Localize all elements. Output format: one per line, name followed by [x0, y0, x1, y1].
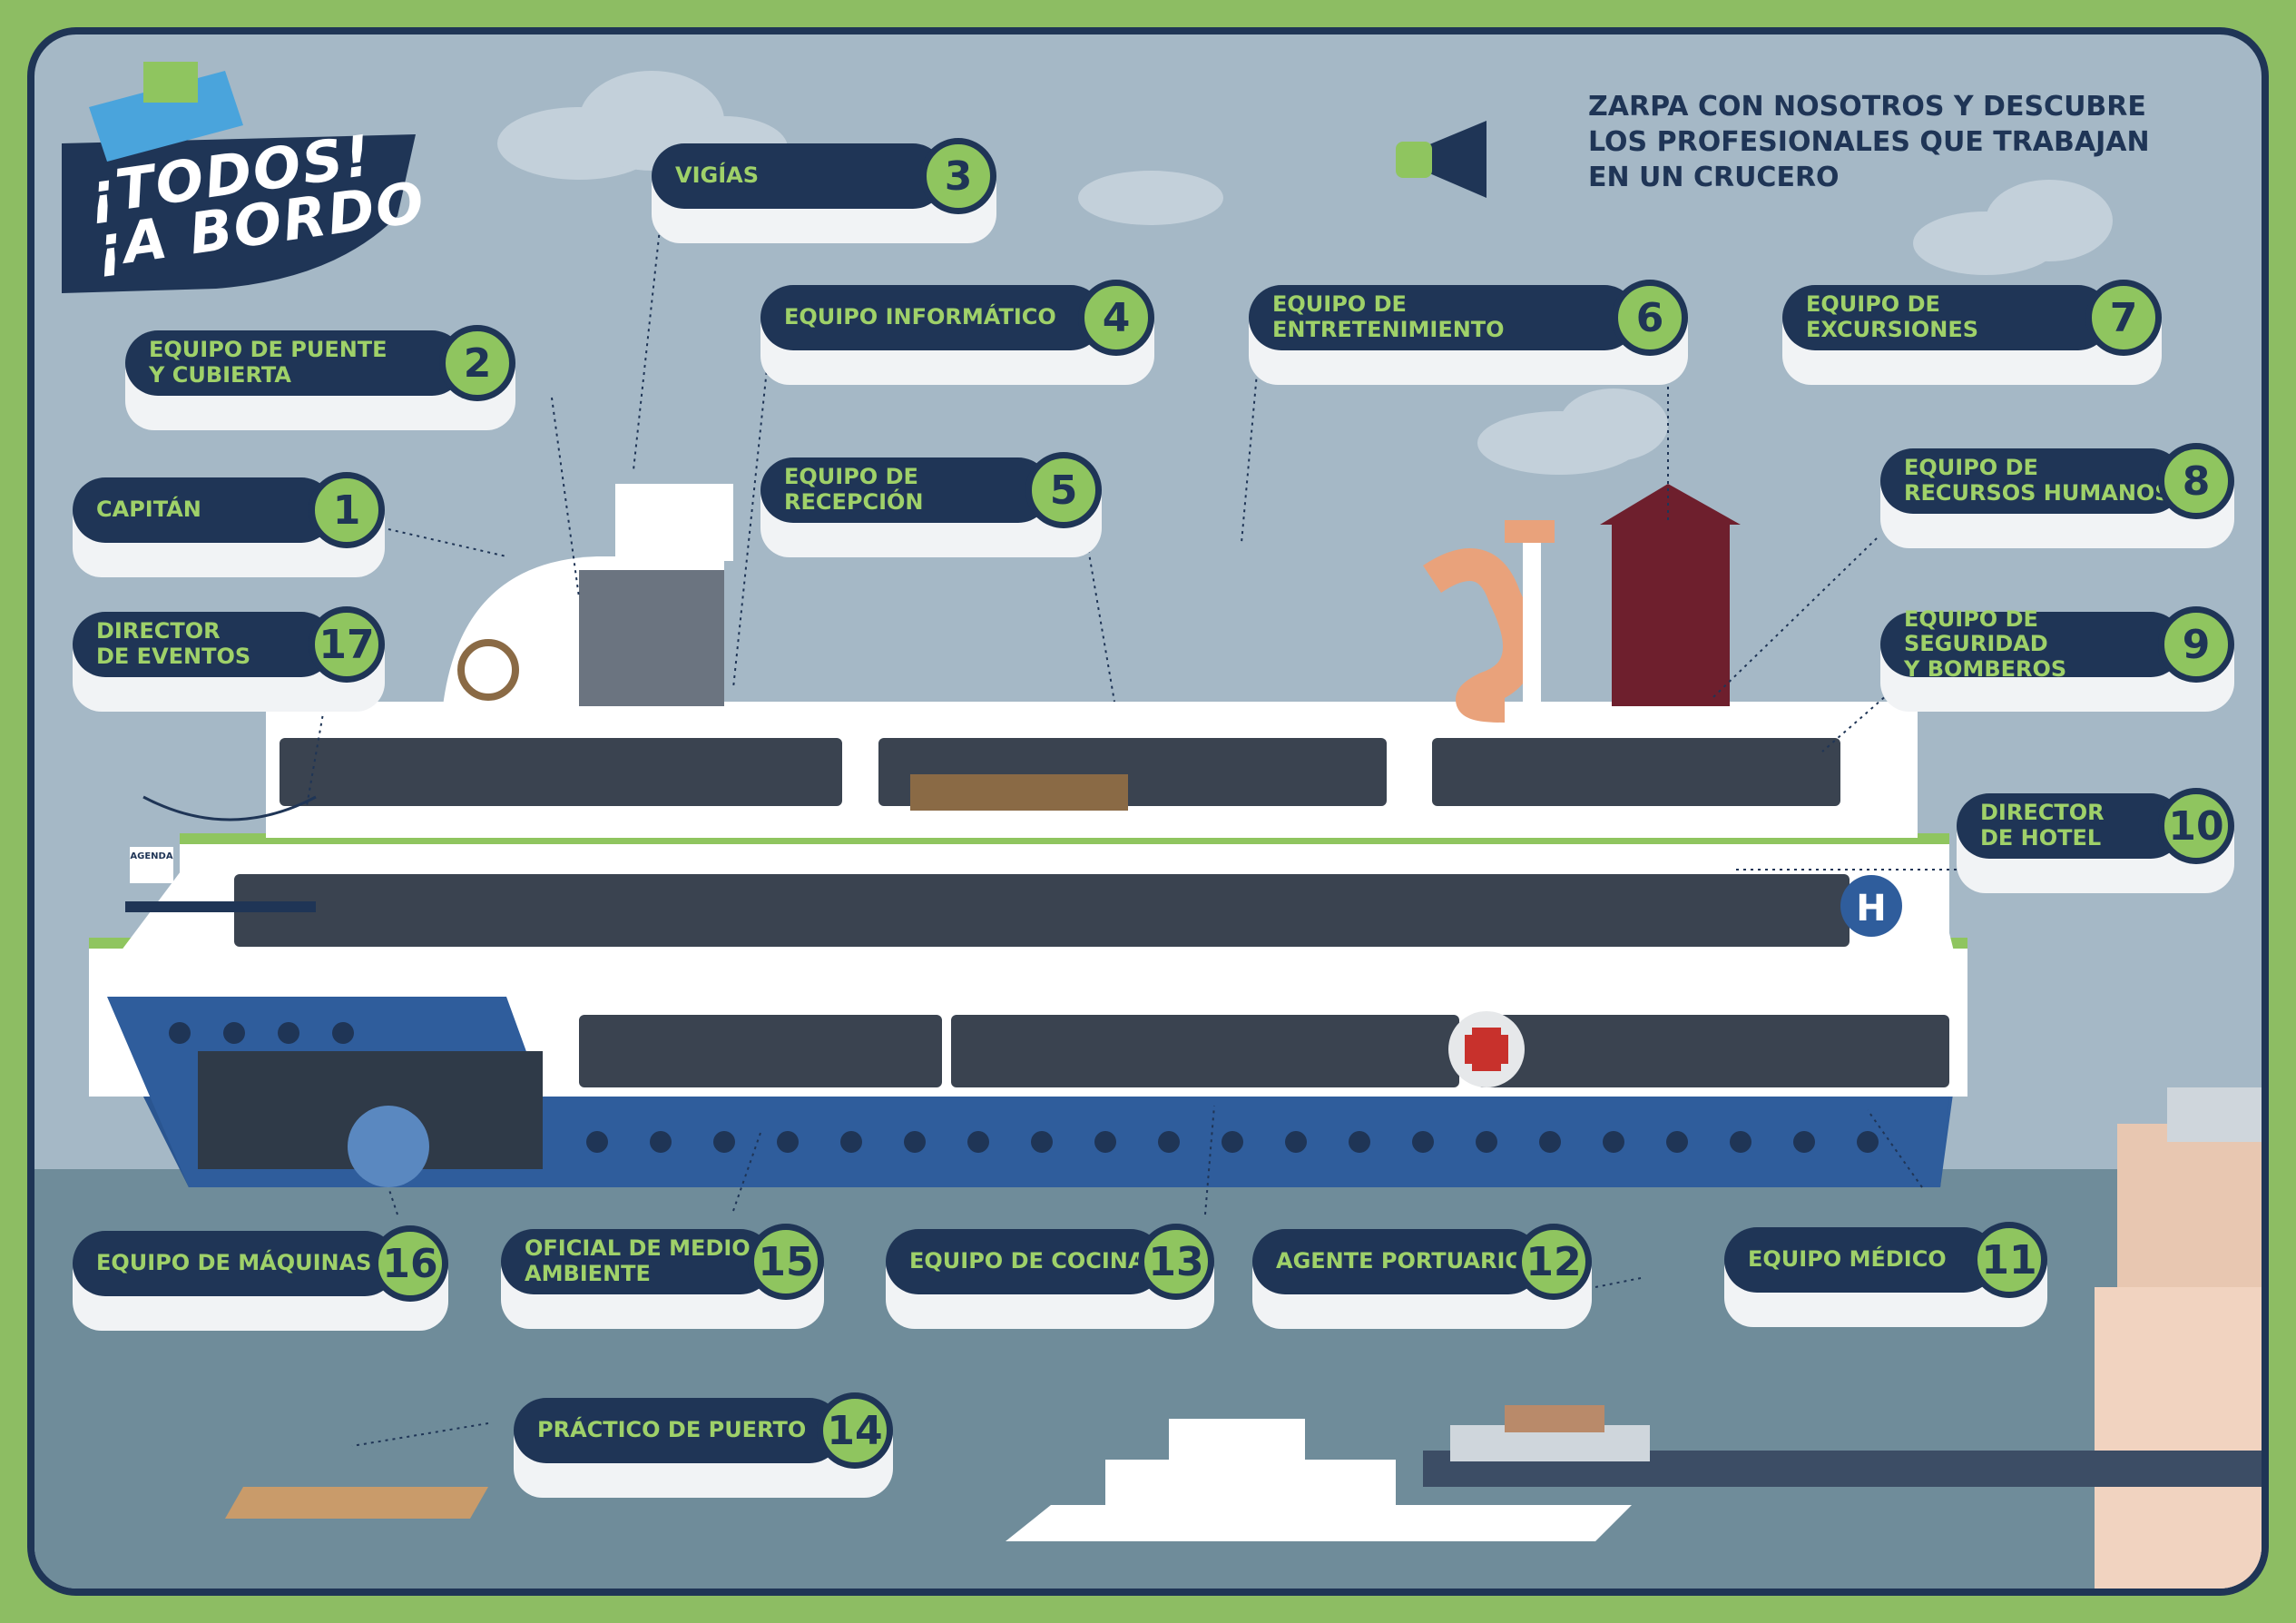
cruise-ship-scene: H AGENDA [34, 62, 2262, 1589]
label-number: 2 [439, 325, 515, 401]
label-number: 16 [372, 1225, 448, 1302]
label-text: OFICIAL DE MEDIO AMBIENTE [501, 1229, 773, 1294]
label-text: EQUIPO DE PUENTE Y CUBIERTA [125, 330, 465, 396]
hotel-badge: H [1856, 888, 1886, 930]
label-number: 14 [817, 1392, 893, 1469]
label-number: 11 [1971, 1222, 2047, 1298]
poster-frame: H AGENDA [27, 27, 2269, 1596]
headline: ZARPA CON NOSOTROS Y DESCUBRE LOS PROFES… [1588, 91, 2150, 193]
pilot-boat [225, 1487, 488, 1519]
label-number: 7 [2085, 280, 2162, 356]
label-text: EQUIPO INFORMÁTICO [760, 285, 1104, 350]
excursion-booth [1612, 525, 1730, 706]
label-number: 10 [2158, 788, 2234, 864]
label-number: 4 [1078, 280, 1154, 356]
label-text: EQUIPO DE MÁQUINAS [73, 1231, 397, 1296]
yacht [1006, 1505, 1632, 1541]
label-text: EQUIPO DE RECURSOS HUMANOS [1880, 448, 2183, 514]
label-number: 3 [920, 138, 996, 214]
label-number: 12 [1516, 1224, 1592, 1300]
portholes [169, 1022, 1879, 1153]
label-number: 1 [309, 472, 385, 548]
agenda-sign: AGENDA [130, 851, 172, 861]
label-number: 13 [1138, 1224, 1214, 1300]
label-text: EQUIPO MÉDICO [1724, 1227, 1997, 1293]
label-text: EQUIPO DE EXCURSIONES [1782, 285, 2111, 350]
label-number: 6 [1612, 280, 1688, 356]
label-text: VIGÍAS [652, 143, 946, 209]
label-text: DIRECTOR DE HOTEL [1957, 793, 2183, 859]
label-text: EQUIPO DE COCINA [886, 1229, 1163, 1294]
events-table [125, 901, 316, 912]
label-text: CAPITÁN [73, 477, 334, 543]
waterslide [1423, 548, 1536, 723]
label-text: EQUIPO DE ENTRETENIMIENTO [1249, 285, 1637, 350]
label-text: PRÁCTICO DE PUERTO [514, 1398, 842, 1463]
label-number: 17 [309, 606, 385, 683]
label-text: AGENTE PORTUARIO [1252, 1229, 1541, 1294]
label-text: EQUIPO DE RECEPCIÓN [760, 457, 1051, 523]
label-number: 15 [748, 1224, 824, 1300]
label-text: DIRECTOR DE EVENTOS [73, 612, 334, 677]
label-number: 8 [2158, 443, 2234, 519]
label-text: EQUIPO DE SEGURIDAD Y BOMBEROS [1880, 606, 2183, 682]
label-number: 9 [2158, 606, 2234, 683]
label-number: 5 [1025, 452, 1102, 528]
logo-ship-icon [62, 134, 416, 293]
megaphone-icon [1428, 121, 1487, 198]
